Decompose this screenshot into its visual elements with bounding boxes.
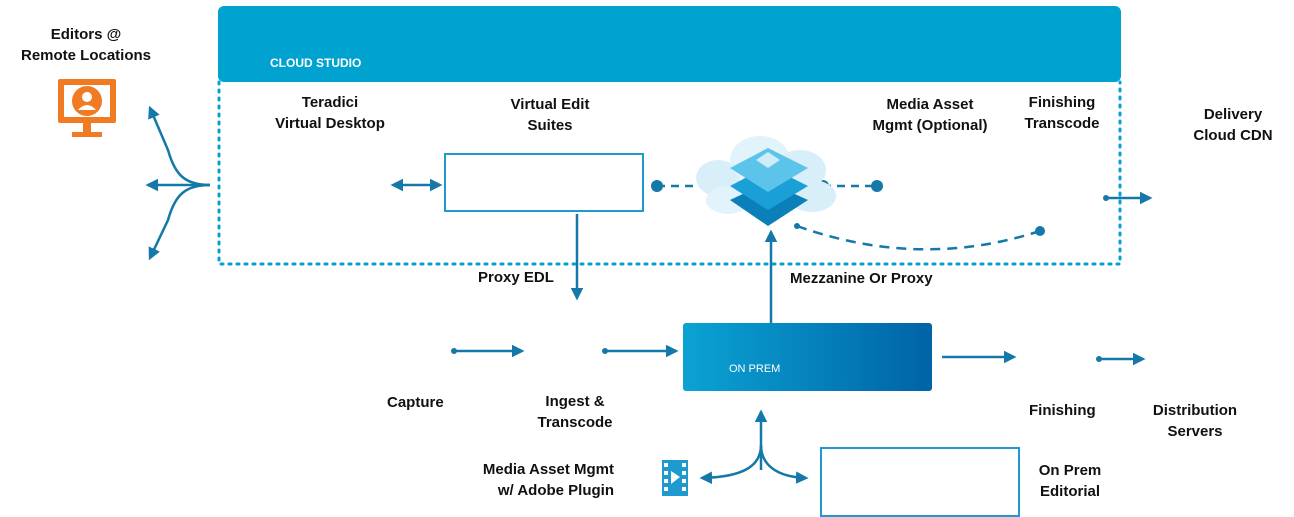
editors-label: Editors @ Remote Locations <box>20 26 152 64</box>
on-prem-title: ON PREM <box>729 363 781 375</box>
cloud-layers-icon <box>696 136 836 226</box>
media-asset-label: Media Asset Mgmt (Optional) <box>872 96 988 134</box>
cloud-studio-header: CLOUD STUDIO <box>218 6 1121 82</box>
dot-edit-out <box>651 180 663 192</box>
branch-left-arrow <box>699 444 763 485</box>
on-prem-editorial-label: On Prem Editorial <box>1038 462 1102 500</box>
dot-ingest <box>602 348 608 354</box>
delivery-label: Delivery Cloud CDN <box>1193 106 1273 144</box>
transcode-return-dashed <box>796 224 1041 251</box>
teradici-label: Teradici Virtual Desktop <box>275 94 385 132</box>
monitor-user-icon <box>58 79 116 137</box>
editors-arrow-down <box>148 183 211 261</box>
finishing-label: Finishing <box>1029 402 1096 419</box>
virtual-edit-suites-box <box>444 153 644 212</box>
capture-label: Capture <box>387 394 444 411</box>
ingest-label: Ingest & Transcode <box>537 393 613 431</box>
on-prem-box: ON PREM <box>683 323 932 391</box>
finishing-transcode-label: Finishing Transcode <box>1024 94 1100 132</box>
cloud-studio-title: CLOUD STUDIO <box>270 56 362 70</box>
branch-right-arrow <box>759 444 809 484</box>
dot-distribution <box>1096 356 1102 362</box>
dot-capture <box>451 348 457 354</box>
dot-delivery <box>1103 195 1109 201</box>
dot-return-end <box>794 223 800 229</box>
editors-arrow-up <box>148 105 211 187</box>
distribution-label: Distribution Servers <box>1152 402 1238 440</box>
cloud-studio-border <box>217 80 1122 266</box>
mezzanine-label: Mezzanine Or Proxy <box>790 270 933 287</box>
proxy-edl-label: Proxy EDL <box>478 269 554 286</box>
virtual-edit-label: Virtual Edit Suites <box>510 96 590 134</box>
dot-finishing-in <box>871 180 883 192</box>
media-asset-plugin-label: Media Asset Mgmt w/ Adobe Plugin <box>482 461 614 499</box>
film-icon <box>662 460 688 496</box>
dot-return-start <box>1035 226 1045 236</box>
